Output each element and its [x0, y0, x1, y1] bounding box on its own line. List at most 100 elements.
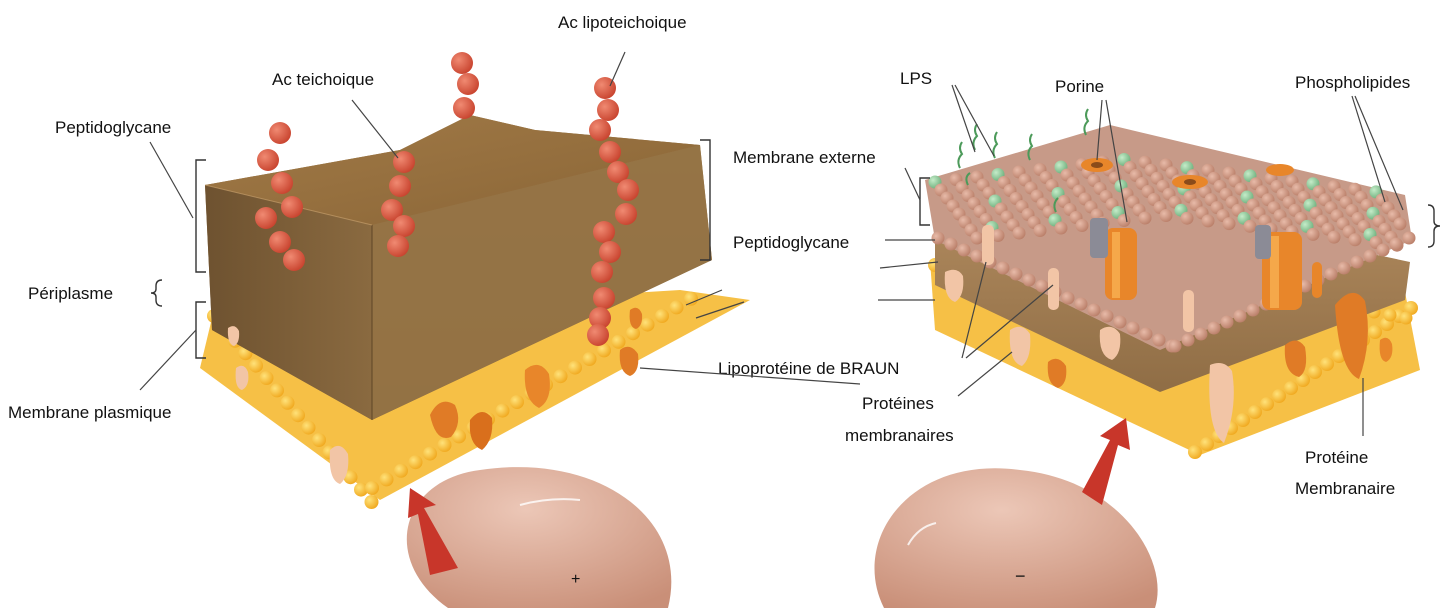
phospholipid-head — [1140, 328, 1153, 341]
label-plasma-membrane: Membrane plasmique — [8, 403, 171, 422]
cell-sign-positive: + — [571, 571, 580, 588]
label-peptidoglycan-left: Peptidoglycane — [55, 118, 171, 137]
phospholipid-head — [1101, 310, 1114, 323]
label-peptidoglycan-right: Peptidoglycane — [733, 233, 849, 252]
phospholipid-head — [1062, 292, 1075, 305]
teichoic-bead — [283, 249, 305, 271]
teichoic-bead — [599, 241, 621, 263]
lipid-head — [583, 352, 597, 366]
teichoic-bead — [593, 287, 615, 309]
phospholipid-head — [1377, 244, 1390, 257]
lipid-head — [641, 318, 655, 332]
lipid-head — [281, 396, 295, 410]
lipid-head — [1272, 389, 1286, 403]
gram-negative-envelope: LPS Porine Phospholipides Membrane exter… — [640, 69, 1440, 608]
lipid-head — [568, 361, 582, 375]
lipid-head — [291, 408, 305, 422]
phospholipid-head — [1221, 316, 1234, 329]
teichoic-bead — [387, 235, 409, 257]
gram-positive-cell — [407, 467, 672, 608]
lipid-head — [684, 292, 698, 306]
lipid-head — [312, 433, 326, 447]
lipid-head — [423, 447, 437, 461]
gram-positive-envelope: Ac lipoteichoique Ac teichoique Peptidog… — [8, 13, 750, 608]
phospholipid-head — [1307, 228, 1320, 241]
phospholipid-head — [1169, 340, 1182, 353]
label-membrane-proteins-2: membranaires — [845, 426, 954, 445]
phospholipid-head — [1338, 262, 1351, 275]
lipid-head — [1248, 405, 1262, 419]
phospholipid-head — [1195, 328, 1208, 341]
lipid-head — [409, 455, 423, 469]
label-membrane-proteins-1: Protéines — [862, 394, 934, 413]
phospholipid-head — [1390, 238, 1403, 251]
lipid-head — [1368, 325, 1382, 339]
lipid-head — [626, 326, 640, 340]
phospholipid-head — [1351, 256, 1364, 269]
teichoic-bead — [457, 73, 479, 95]
phospholipid-head — [971, 250, 984, 263]
label-lipoteichoic-acid: Ac lipoteichoique — [558, 13, 687, 32]
phospholipid-head — [1181, 212, 1194, 225]
lipid-head — [1200, 437, 1214, 451]
lipid-head — [365, 481, 379, 495]
teichoic-bead — [617, 179, 639, 201]
phospholipid-head — [1114, 316, 1127, 329]
phospholipid-head — [1010, 268, 1023, 281]
phospholipid-head — [1139, 212, 1152, 225]
lipid-head — [380, 472, 394, 486]
phospholipid-head — [997, 262, 1010, 275]
lipid-head — [1308, 365, 1322, 379]
label-outer-membrane: Membrane externe — [733, 148, 876, 167]
cell-sign-negative: − — [1015, 566, 1026, 586]
teichoic-bead — [389, 175, 411, 197]
teichoic-bead — [393, 151, 415, 173]
label-membrane-protein-2: Membranaire — [1295, 479, 1395, 498]
lipid-head — [1400, 312, 1413, 325]
phospholipid-head — [1034, 224, 1047, 237]
teichoic-bead — [451, 52, 473, 74]
teichoic-bead — [393, 215, 415, 237]
bracket-peptidoglycan-left — [196, 160, 206, 272]
phospholipid-head — [958, 244, 971, 257]
phospholipid-head — [1088, 304, 1101, 317]
label-teichoic-acid: Ac teichoique — [272, 70, 374, 89]
phospholipid-head — [1160, 209, 1173, 222]
phospholipid-head — [1349, 233, 1362, 246]
arrow-right — [1082, 418, 1130, 505]
teichoic-bead — [599, 141, 621, 163]
leader-outer-membrane — [905, 168, 920, 200]
phospholipid-head — [1118, 214, 1131, 227]
bracket-periplasm — [151, 280, 162, 306]
leader-lps-a — [952, 85, 975, 152]
lipid-head — [1284, 381, 1298, 395]
phospholipid-head — [1403, 232, 1416, 245]
leader-lipoteichoic — [610, 52, 625, 86]
phospholipid-head — [1055, 222, 1068, 235]
leader-plasma-membrane — [140, 330, 196, 390]
lipid-head — [260, 371, 274, 385]
phospholipid-head — [1247, 304, 1260, 317]
lipid-head — [655, 309, 669, 323]
lipid-head — [554, 369, 568, 383]
lipid-head — [438, 438, 452, 452]
teichoic-bead — [269, 122, 291, 144]
phospholipid-head — [1234, 310, 1247, 323]
phospholipid-head — [1013, 227, 1026, 240]
leader-teichoic — [352, 100, 398, 158]
lipid-head — [1320, 357, 1334, 371]
label-periplasm: Périplasme — [28, 284, 113, 303]
lipid-head — [670, 300, 684, 314]
phospholipid-head — [1364, 250, 1377, 263]
lipid-head — [394, 464, 408, 478]
teichoic-bead — [271, 172, 293, 194]
phospholipid-head — [932, 232, 945, 245]
teichoic-bead — [597, 99, 619, 121]
teichoic-bead — [591, 261, 613, 283]
phospholipid-head — [1023, 274, 1036, 287]
lipid-head — [1260, 397, 1274, 411]
teichoic-bead — [593, 221, 615, 243]
lipid-head — [249, 359, 263, 373]
lipid-head — [1188, 445, 1202, 459]
